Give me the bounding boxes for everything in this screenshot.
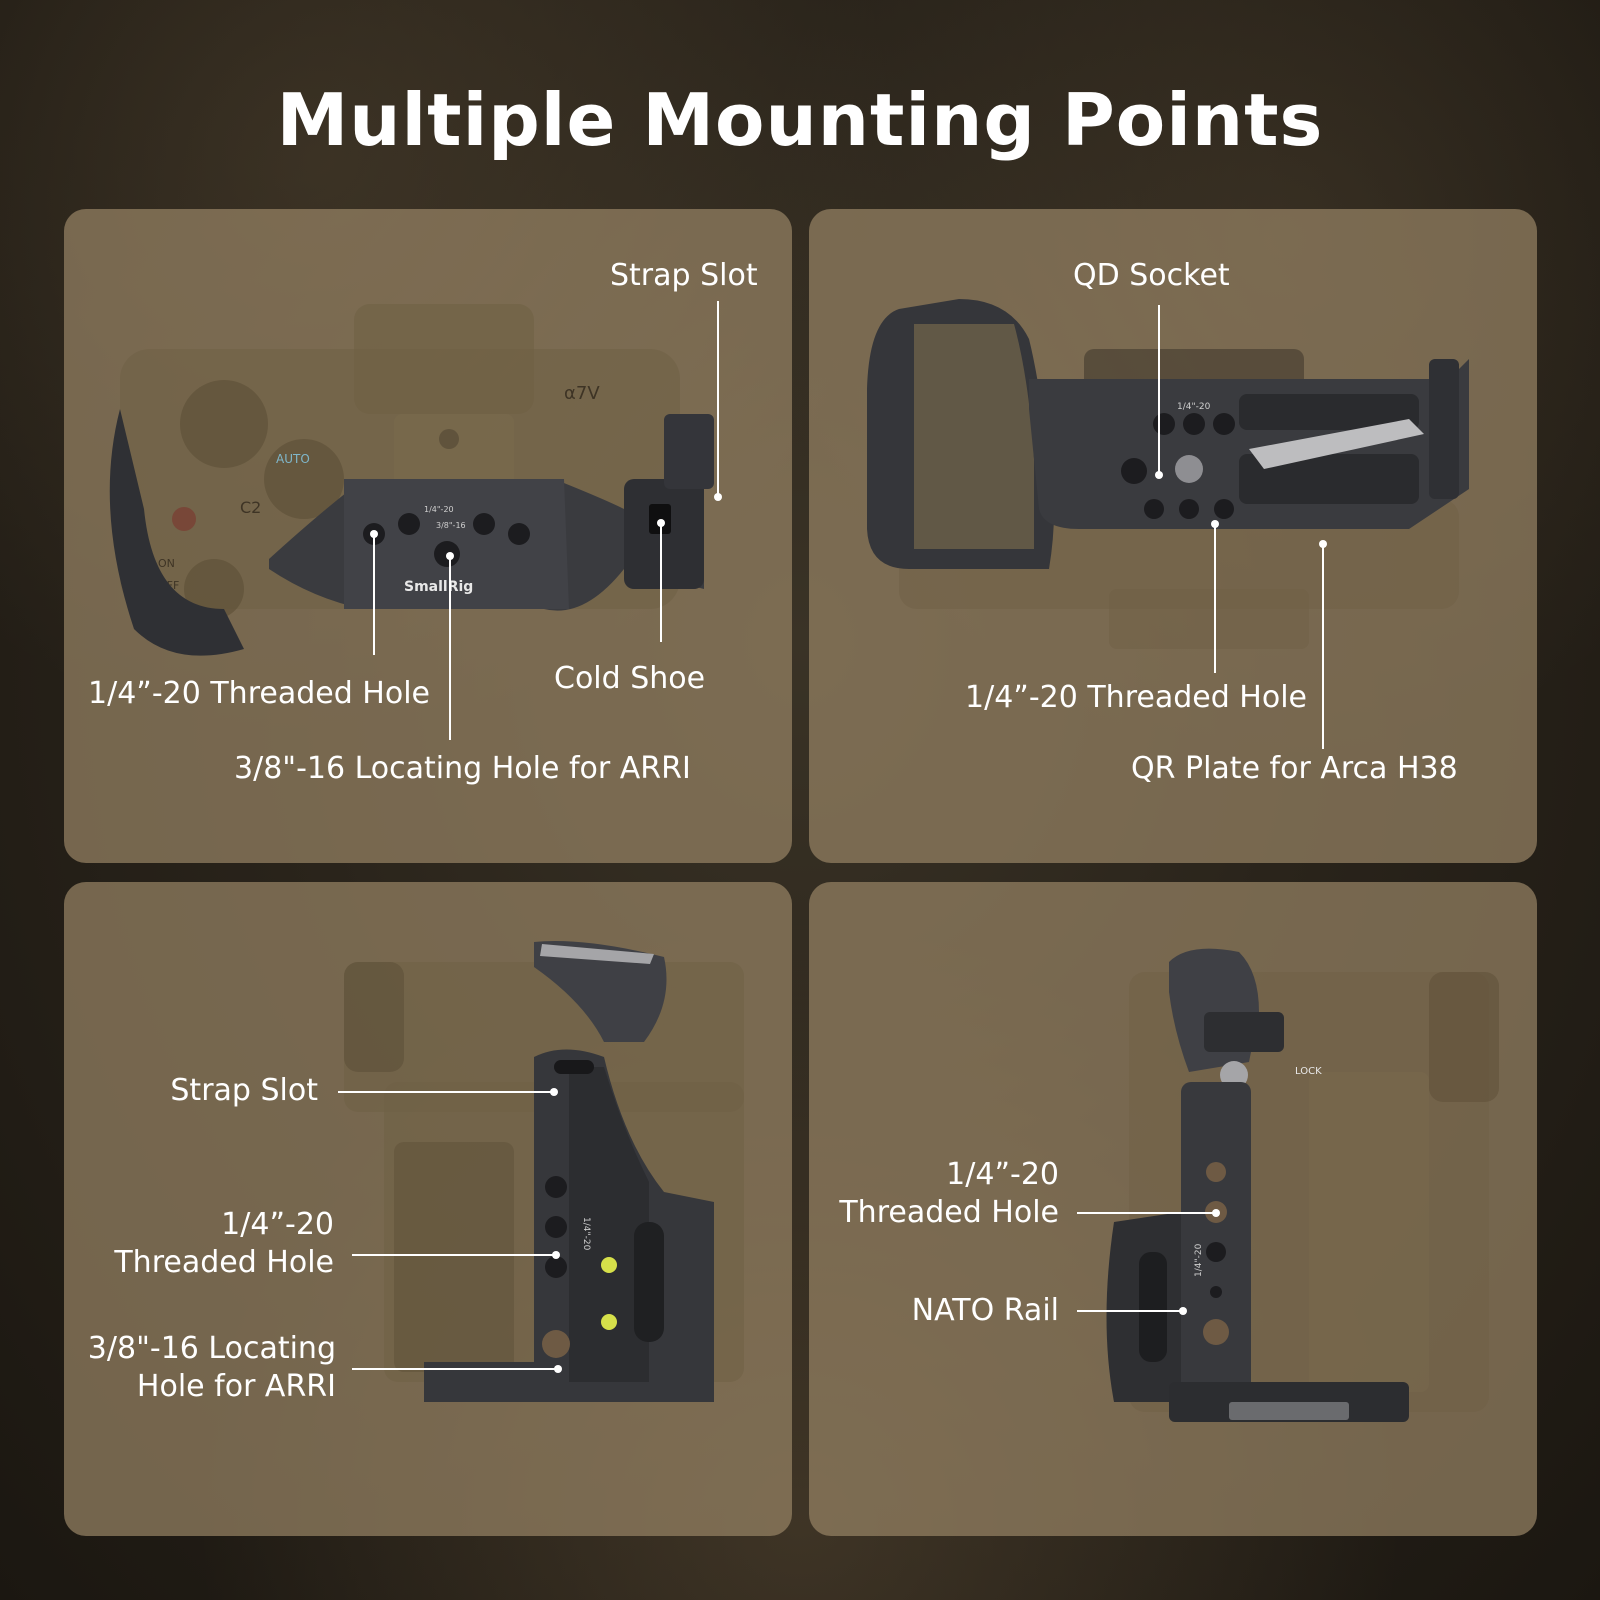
camera-handle-side-illustration: LOCK 1/4"-20 xyxy=(1106,948,1499,1422)
bottom-threaded-hole-marker xyxy=(1211,520,1219,528)
grip-threaded-hole-line1: 1/4”-20 xyxy=(221,1207,334,1242)
power-on-label: ON xyxy=(158,557,175,570)
cold-shoe-marker xyxy=(657,519,665,527)
grip-threaded-hole-leader xyxy=(352,1254,556,1256)
thread-marking-a: 1/4"-20 xyxy=(424,505,454,514)
qd-socket-marker xyxy=(1155,471,1163,479)
handle-threaded-hole-marker xyxy=(1212,1209,1220,1217)
bottom-thread-marking: 1/4"-20 xyxy=(1177,402,1211,412)
brand-logo-text: SmallRig xyxy=(404,579,473,595)
locating-hole-leader xyxy=(449,555,451,740)
strap-slot-label: Strap Slot xyxy=(610,258,758,293)
locating-hole-label: 3/8"-16 Locating Hole for ARRI xyxy=(234,751,691,786)
camera-grip-side-illustration: 1/4"-20 xyxy=(344,941,744,1402)
grip-strap-slot-label: Strap Slot xyxy=(170,1073,318,1108)
qd-socket-leader xyxy=(1158,305,1160,475)
nato-rail-marker xyxy=(1179,1307,1187,1315)
handle-threaded-hole-line1: 1/4”-20 xyxy=(946,1157,1059,1192)
panel-top-view: AUTO C2 ON OFF α7V SmallRig 1/4"-20 3/8"… xyxy=(64,209,792,863)
bottom-threaded-hole-label: 1/4”-20 Threaded Hole xyxy=(965,680,1307,715)
lock-marking: LOCK xyxy=(1295,1066,1322,1077)
strap-slot-marker xyxy=(714,493,722,501)
grip-threaded-hole-line2: Threaded Hole xyxy=(114,1245,334,1280)
camera-model-label: α7V xyxy=(564,383,600,404)
locating-hole-marker xyxy=(446,552,454,560)
qd-socket-label: QD Socket xyxy=(1073,258,1230,293)
qr-plate-marker xyxy=(1319,540,1327,548)
mode-dial-label: AUTO xyxy=(276,452,310,466)
bottom-threaded-hole-leader xyxy=(1214,523,1216,673)
panel-handle-side-view: LOCK 1/4"-20 1/4”-20 Threaded Hole NATO … xyxy=(809,882,1537,1536)
camera-bottom-view-illustration: 1/4"-20 xyxy=(867,299,1469,649)
nato-rail-leader xyxy=(1077,1310,1183,1312)
grip-locating-hole-line1: 3/8"-16 Locating xyxy=(87,1331,336,1366)
cold-shoe-leader xyxy=(660,522,662,642)
handle-thread-marking: 1/4"-20 xyxy=(1194,1243,1204,1277)
thread-marking-b: 3/8"-16 xyxy=(436,521,466,530)
handle-threaded-hole-line2: Threaded Hole xyxy=(839,1195,1059,1230)
qr-plate-leader xyxy=(1322,543,1324,749)
camera-top-view-illustration: AUTO C2 ON OFF α7V SmallRig 1/4"-20 3/8"… xyxy=(109,304,714,656)
qr-plate-label: QR Plate for Arca H38 xyxy=(1131,751,1458,786)
grip-locating-hole-marker xyxy=(554,1365,562,1373)
threaded-hole-marker xyxy=(370,530,378,538)
c2-button-label: C2 xyxy=(240,498,261,517)
grip-strap-slot-leader xyxy=(338,1091,554,1093)
grip-strap-slot-marker xyxy=(550,1088,558,1096)
threaded-hole-leader xyxy=(373,533,375,655)
handle-threaded-hole-leader xyxy=(1077,1212,1216,1214)
threaded-hole-label: 1/4”-20 Threaded Hole xyxy=(88,676,430,711)
grip-locating-hole-line2: Hole for ARRI xyxy=(136,1369,336,1404)
cold-shoe-label: Cold Shoe xyxy=(554,661,706,696)
panel-grip-side-view: 1/4"-20 Strap Slot 1/4”-20 Threaded Hole… xyxy=(64,882,792,1536)
page-title: Multiple Mounting Points xyxy=(276,78,1324,162)
panel-bottom-view: 1/4"-20 QD Socket 1/4”-20 Threaded Hole … xyxy=(809,209,1537,863)
nato-rail-label: NATO Rail xyxy=(911,1293,1059,1328)
grip-threaded-hole-marker xyxy=(552,1251,560,1259)
grip-thread-marking: 1/4"-20 xyxy=(581,1217,591,1251)
strap-slot-leader xyxy=(717,301,719,496)
grip-locating-hole-leader xyxy=(352,1368,558,1370)
